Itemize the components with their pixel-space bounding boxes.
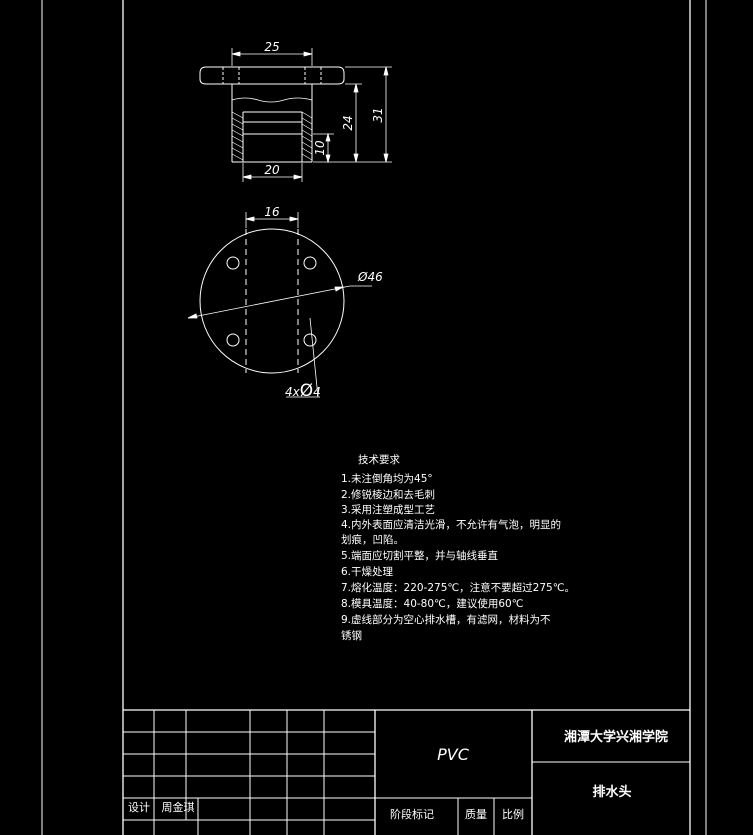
tech-line: 6.干燥处理: [341, 566, 394, 578]
dim-outer-diameter: Ø46: [357, 270, 383, 284]
tech-line: 5.端面应切割平整，并与轴线垂直: [341, 549, 499, 562]
dim-body-height: 24: [341, 115, 355, 130]
tech-requirements: 技术要求 1.未注倒角均为45° 2.修锐棱边和去毛刺 3.采用注塑成型工艺 4…: [341, 453, 575, 642]
tech-line: 7.熔化温度：220-275℃，注意不要超过275℃。: [341, 581, 575, 594]
mass-label: 质量: [465, 808, 487, 821]
front-view-dimensions: [231, 48, 392, 182]
design-label: 设计: [128, 801, 150, 814]
title-block-grid: [123, 709, 690, 835]
dim-flange-width: 25: [264, 40, 279, 54]
tech-requirements-heading: 技术要求: [358, 453, 400, 466]
tech-line: 8.模具温度：40-80℃，建议使用60℃: [341, 597, 523, 610]
tech-line: 1.未注倒角均为45°: [341, 472, 433, 485]
dim-thread-height: 10: [313, 140, 327, 156]
tech-line: 3.采用注塑成型工艺: [341, 503, 435, 516]
tech-line: 锈钢: [341, 629, 362, 642]
school-name: 湘潭大学兴湘学院: [564, 729, 668, 745]
tech-line: 划痕，凹陷。: [341, 533, 404, 546]
top-view: [199, 228, 345, 374]
scale-label: 比例: [502, 807, 524, 821]
dim-hole-spec: 4xØ4: [285, 381, 321, 401]
dim-total-height: 31: [371, 107, 385, 122]
stage-label: 阶段标记: [390, 807, 434, 821]
tech-line: 2.修锐棱边和去毛刺: [341, 488, 435, 501]
dim-hole-count: 4x: [285, 385, 301, 399]
tech-line: 9.虚线部分为空心排水槽，有滤网，材料为不: [341, 613, 551, 626]
material-label: PVC: [437, 745, 470, 764]
drawing-frame: [41, 0, 707, 835]
tech-line: 4.内外表面应清洁光滑，不允许有气泡，明显的: [341, 518, 561, 531]
designer-name: 周金琪: [162, 800, 195, 814]
diameter-symbol: Ø: [300, 381, 313, 401]
part-name: 排水头: [592, 784, 631, 800]
dim-body-width: 20: [264, 163, 280, 177]
top-view-dimensions: [187, 212, 372, 398]
front-view: [199, 66, 345, 163]
dim-hole-spacing: 16: [264, 205, 280, 219]
dim-hole-size: 4: [313, 385, 321, 399]
